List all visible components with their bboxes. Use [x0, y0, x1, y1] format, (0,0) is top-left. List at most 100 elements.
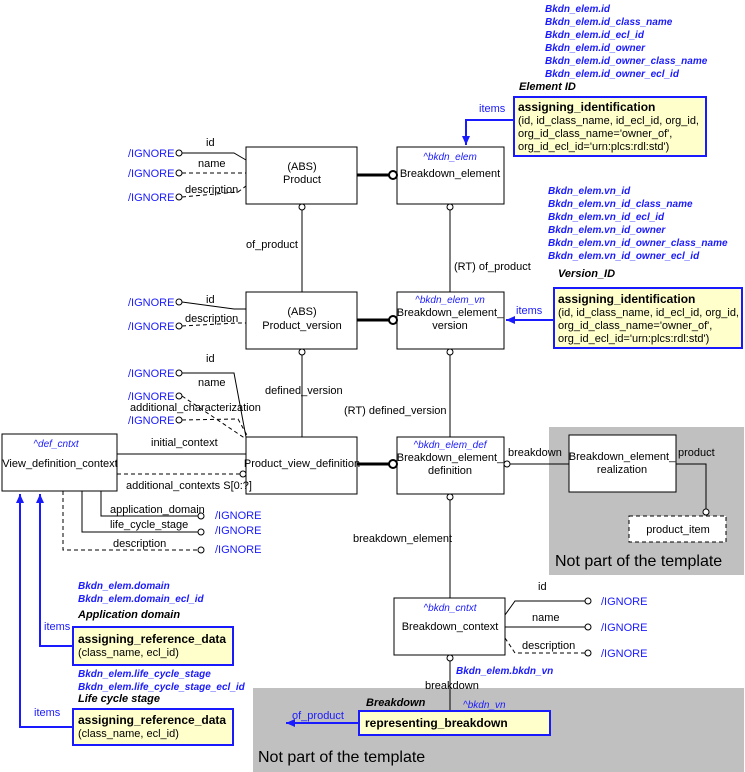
product-subtype-circle: [388, 170, 398, 180]
breakdown-lower-label: breakdown: [425, 680, 479, 692]
not-part-label-1: Not part of the template: [555, 553, 722, 570]
ignore-product-name: /IGNORE: [128, 168, 174, 180]
rt-of-product-label: (RT) of_product: [454, 261, 531, 273]
pvd-addl-char-label: additional_characterization: [130, 402, 261, 414]
breakdown-heading: Breakdown: [366, 697, 426, 709]
ignore-pv-id: /IGNORE: [128, 297, 174, 309]
breakdown-rel-label: breakdown: [508, 447, 562, 459]
app-domain-refs: Bkdn_elem.domain Bkdn_elem.domain_ecl_id: [78, 581, 204, 605]
breakdown-element-ref: ^bkdn_elem: [423, 152, 477, 163]
svg-text:Bkdn_elem.vn_id: Bkdn_elem.vn_id: [548, 186, 631, 197]
product-item-name: product_item: [646, 524, 710, 536]
ber-line2: realization: [597, 464, 647, 476]
initial-context-label: initial_context: [151, 437, 218, 449]
pv-id-label: id: [206, 294, 215, 306]
element-id-items-label: items: [479, 103, 506, 115]
element-id-template[interactable]: [513, 96, 707, 157]
bkdn-vn-tpl-ref: ^bkdn_vn: [463, 700, 506, 711]
of-product-label: of_product: [246, 239, 298, 251]
svg-text:Bkdn_elem.life_cycle_stage: Bkdn_elem.life_cycle_stage: [78, 669, 211, 680]
bc-name-label: name: [532, 612, 560, 624]
bev-ref: ^bkdn_elem_vn: [415, 295, 485, 306]
svg-text:Bkdn_elem.vn_id_owner_ecl_id: Bkdn_elem.vn_id_owner_ecl_id: [548, 251, 700, 262]
pvd-name-label: name: [198, 377, 226, 389]
svg-text:Bkdn_elem.id_ecl_id: Bkdn_elem.id_ecl_id: [545, 30, 645, 41]
ignore-product-id: /IGNORE: [128, 148, 174, 160]
svg-text:Bkdn_elem.vn_id_owner_class_na: Bkdn_elem.vn_id_owner_class_name: [548, 238, 728, 249]
vdc-description-label: description: [113, 538, 166, 550]
app-domain-items: items: [44, 621, 71, 633]
ignore-product-desc: /IGNORE: [128, 192, 174, 204]
product-rel-label: product: [678, 447, 715, 459]
ignore-pvd-id: /IGNORE: [128, 368, 174, 380]
bev-line1: Breakdown_element_: [397, 307, 504, 319]
version-id-param-3: org_id_ecl_id='urn:plcs:rdl:std'): [558, 333, 709, 345]
element-id-param-1: (id, id_class_name, id_ecl_id, org_id,: [518, 115, 699, 127]
breakdown-element-rel-label: breakdown_element: [353, 533, 452, 545]
bkdn-vn-ref: Bkdn_elem.bkdn_vn: [456, 666, 553, 677]
svg-text:Bkdn_elem.domain_ecl_id: Bkdn_elem.domain_ecl_id: [78, 594, 204, 605]
defined-version-label: defined_version: [265, 385, 343, 397]
version-id-template-name: assigning_identification: [558, 292, 695, 306]
breakdown-element-realization-entity[interactable]: [568, 434, 677, 493]
pv-description-label: description: [185, 313, 238, 325]
bc-ref: ^bkdn_cntxt: [423, 603, 477, 614]
app-domain-template-name: assigning_reference_data: [78, 632, 226, 646]
element-id-param-2: org_id_class_name='owner_of',: [518, 128, 672, 140]
bc-description-label: description: [522, 640, 575, 652]
breakdown-element-name: Breakdown_element: [400, 168, 500, 180]
product-version-abs: (ABS): [287, 306, 316, 318]
element-id-template-name: assigning_identification: [518, 100, 655, 114]
ignore-bc-id: /IGNORE: [601, 596, 647, 608]
app-domain-template[interactable]: [72, 626, 234, 666]
pvd-name: Product_view_definition: [244, 458, 360, 470]
life-cycle-template[interactable]: [72, 708, 234, 746]
svg-text:Bkdn_elem.id_owner_class_name: Bkdn_elem.id_owner_class_name: [545, 56, 708, 67]
product-name-label: name: [198, 158, 226, 170]
ignore-pvd-addl: /IGNORE: [128, 415, 174, 427]
ignore-vdc-life: /IGNORE: [215, 525, 261, 537]
ignore-pv-desc: /IGNORE: [128, 321, 174, 333]
bed-line2: definition: [428, 465, 472, 477]
version-id-refs: Bkdn_elem.vn_id Bkdn_elem.vn_id_class_na…: [548, 186, 728, 262]
breakdown-context-entity[interactable]: [393, 597, 506, 656]
life-cycle-items: items: [34, 707, 61, 719]
product-item-entity[interactable]: [628, 515, 727, 543]
life-cycle-params: (class_name, ecl_id): [78, 728, 179, 740]
product-view-definition-entity[interactable]: [245, 436, 358, 495]
vdc-ref: ^def_cntxt: [33, 439, 79, 450]
svg-text:Bkdn_elem.id_owner: Bkdn_elem.id_owner: [545, 43, 646, 54]
bc-name: Breakdown_context: [402, 621, 499, 633]
version-id-template[interactable]: [553, 287, 743, 349]
vdc-name: View_definition_context: [2, 458, 117, 470]
product-id-label: id: [206, 137, 215, 149]
bed-ref: ^bkdn_elem_def: [413, 440, 487, 451]
view-definition-context-entity[interactable]: [1, 433, 118, 492]
product-description-label: description: [185, 184, 238, 196]
application-domain-label: application_domain: [110, 504, 205, 516]
ignore-vdc-domain: /IGNORE: [215, 510, 261, 522]
svg-text:Bkdn_elem.id_class_name: Bkdn_elem.id_class_name: [545, 17, 673, 28]
element-id-heading: Element ID: [519, 81, 576, 93]
life-cycle-refs: Bkdn_elem.life_cycle_stage Bkdn_elem.lif…: [78, 669, 246, 693]
bc-id-label: id: [538, 581, 547, 593]
not-part-label-2: Not part of the template: [258, 749, 425, 766]
element-id-refs: Bkdn_elem.id Bkdn_elem.id_class_name Bkd…: [545, 4, 708, 80]
version-id-items-label: items: [516, 305, 543, 317]
version-id-param-1: (id, id_class_name, id_ecl_id, org_id,: [558, 307, 739, 319]
ignore-vdc-desc: /IGNORE: [215, 544, 261, 556]
additional-contexts-label: additional_contexts S[0:?]: [126, 480, 252, 492]
svg-text:Bkdn_elem.vn_id_owner: Bkdn_elem.vn_id_owner: [548, 225, 666, 236]
svg-text:Bkdn_elem.vn_id_ecl_id: Bkdn_elem.vn_id_ecl_id: [548, 212, 665, 223]
product-version-name: Product_version: [262, 320, 342, 332]
product-abs: (ABS): [287, 161, 316, 173]
app-domain-params: (class_name, ecl_id): [78, 647, 179, 659]
svg-text:Bkdn_elem.domain: Bkdn_elem.domain: [78, 581, 170, 592]
rt-defined-version-label: (RT) defined_version: [344, 405, 447, 417]
version-id-param-2: org_id_class_name='owner_of',: [558, 320, 712, 332]
bev-line2: version: [432, 320, 467, 332]
of-product-tpl-label: of_product: [292, 710, 344, 722]
app-domain-heading: Application domain: [77, 609, 180, 621]
svg-text:Bkdn_elem.vn_id_class_name: Bkdn_elem.vn_id_class_name: [548, 199, 693, 210]
